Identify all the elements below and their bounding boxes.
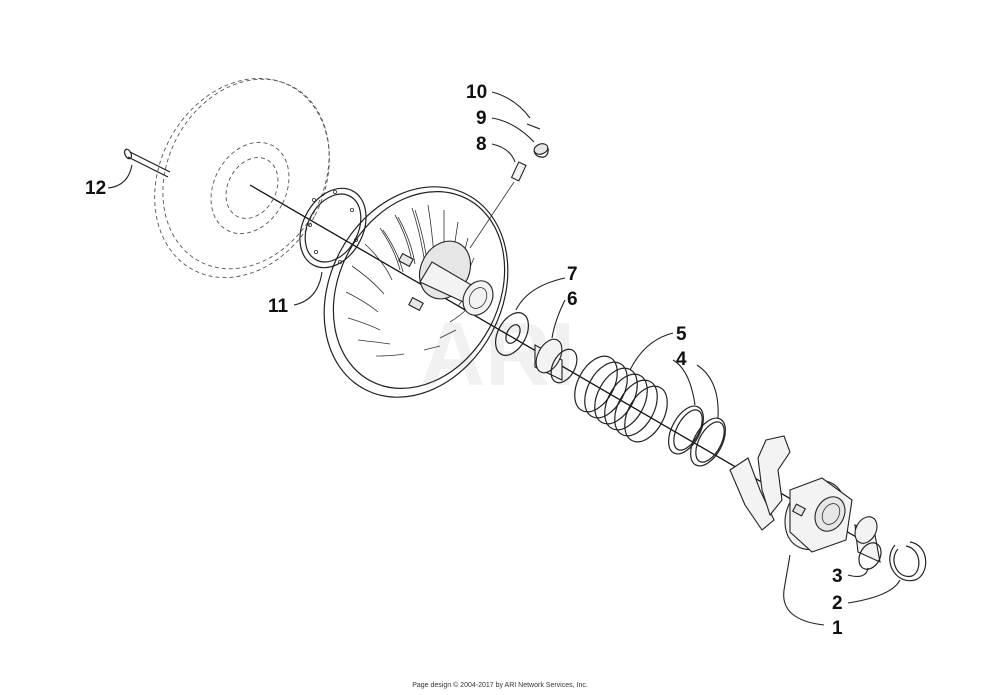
leader-12	[107, 164, 133, 189]
callout-2: 2	[832, 593, 843, 614]
page-footer: Page design © 2004-2017 by ARI Network S…	[412, 682, 588, 689]
callout-10: 10	[466, 82, 487, 103]
part-4-rings	[668, 405, 726, 467]
callout-3: 3	[832, 566, 843, 587]
callout-4: 4	[676, 349, 687, 370]
callout-9: 9	[476, 108, 487, 129]
part-6-bushing	[534, 338, 578, 384]
leader-2	[847, 579, 901, 604]
leader-9	[491, 117, 535, 143]
callout-7: 7	[567, 264, 578, 285]
part-1-helix-cam	[729, 435, 853, 553]
callout-5: 5	[676, 324, 687, 345]
leader-6	[551, 299, 566, 339]
leader-5	[629, 332, 674, 371]
part-2-snap-ring	[889, 541, 927, 582]
leader-3	[847, 567, 869, 577]
part-9-cap	[533, 143, 549, 158]
leader-7	[515, 277, 566, 311]
callout-6: 6	[567, 289, 578, 310]
leader-11	[293, 271, 323, 306]
movable-sheave	[323, 186, 509, 398]
leader-4	[672, 359, 719, 419]
leader-1	[783, 554, 825, 626]
leader-10	[491, 91, 531, 119]
part-8-roller-pin	[469, 161, 527, 249]
callout-8: 8	[476, 134, 487, 155]
part-12-bolt	[123, 148, 171, 178]
leader-8	[491, 143, 516, 163]
part-7-washer	[494, 312, 530, 356]
callout-11: 11	[268, 296, 289, 317]
part-5-spring	[574, 355, 668, 443]
callout-12: 12	[85, 178, 106, 199]
part-3-sleeve	[854, 516, 882, 570]
part-11-gasket-ring	[299, 187, 367, 269]
sheave-disc-dashed	[154, 77, 330, 279]
callout-1: 1	[832, 618, 843, 639]
part-10-pin	[526, 123, 541, 130]
